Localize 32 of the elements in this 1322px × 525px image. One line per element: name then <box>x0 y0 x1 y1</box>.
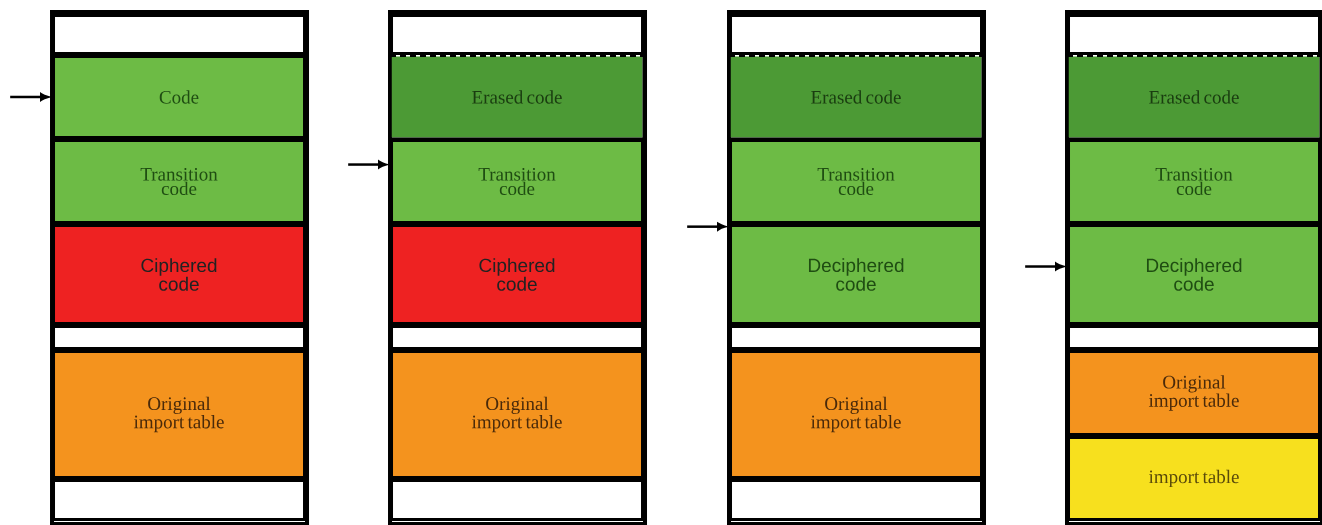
memory-section: Transition code <box>52 139 306 224</box>
arrow <box>348 160 387 169</box>
empty-section <box>1067 325 1321 350</box>
memory-section: Deciphered code <box>729 224 983 325</box>
arrow <box>10 93 49 101</box>
empty-section <box>729 325 983 350</box>
memory-section: import table <box>1067 436 1321 521</box>
memory-section: Code <box>52 55 306 139</box>
empty-section <box>729 14 983 55</box>
arrow <box>687 222 726 231</box>
empty-section <box>390 479 644 521</box>
memory-section: Ciphered code <box>52 224 306 325</box>
memory-section: Ciphered code <box>390 224 644 325</box>
empty-section <box>729 479 983 521</box>
erased-section: Erased code <box>727 53 985 141</box>
memory-section: Deciphered code <box>1067 224 1321 325</box>
memory-section: Transition code <box>1067 139 1321 224</box>
memory-section: Transition code <box>729 139 983 224</box>
empty-section <box>390 14 644 55</box>
memory-section: Original import table <box>52 350 306 479</box>
memory-section: Original import table <box>390 350 644 479</box>
arrow <box>1025 262 1064 271</box>
empty-section <box>52 14 306 55</box>
memory-section: Original import table <box>729 350 983 479</box>
erased-section: Erased code <box>388 53 646 141</box>
empty-section <box>52 325 306 350</box>
memory-section: Original import table <box>1067 350 1321 436</box>
empty-section <box>52 479 306 521</box>
empty-section <box>390 325 644 350</box>
empty-section <box>1067 14 1321 55</box>
erased-section: Erased code <box>1065 53 1322 141</box>
memory-section: Transition code <box>390 139 644 224</box>
